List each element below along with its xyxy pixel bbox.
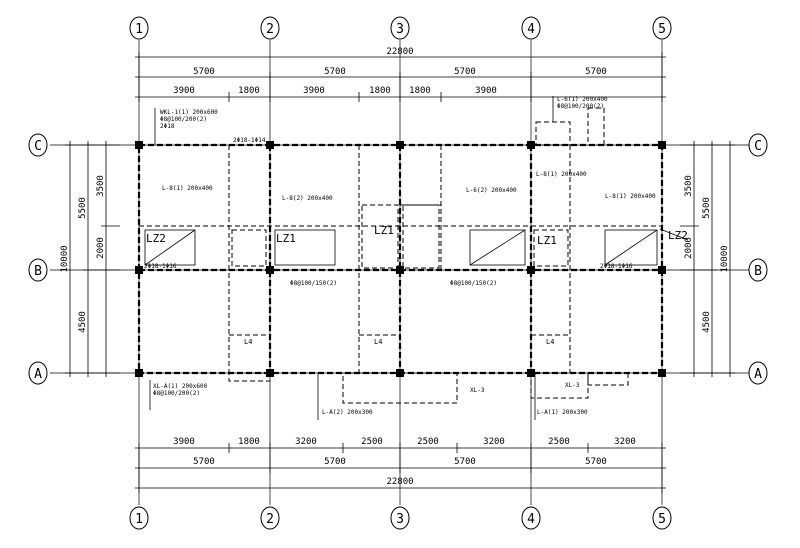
bottom-bay-1: 5700	[193, 457, 215, 467]
axis-label-1-bottom: 1	[135, 512, 143, 527]
bottom-sub-3: 3200	[295, 437, 317, 447]
top-sub-6: 3900	[475, 86, 497, 96]
beam-note-mid-4: L-8(1) 200x400	[536, 171, 587, 178]
rebar-note-lines	[149, 96, 554, 420]
beam-note-top-1: WKL-1(1) 200x600	[160, 109, 218, 116]
left-inner-upper: 3500	[96, 175, 106, 197]
axis-bubbles-left: C B A	[28, 133, 48, 385]
beam-note-mid-3: L-6(2) 200x400	[466, 187, 517, 194]
beam-note-bottom-6: XL-3	[565, 382, 580, 389]
beam-note-mid-5: L-8(1) 200x400	[605, 193, 656, 200]
top-total-dim: 22800	[386, 47, 413, 57]
top-sub-4: 1800	[369, 86, 391, 96]
top-dimension-lines	[135, 52, 666, 102]
left-outer-upper: 5500	[78, 197, 88, 219]
right-inner-lower: 2000	[684, 237, 694, 259]
beam-note-top-3: 2Φ18	[160, 123, 175, 130]
top-projection	[535, 107, 605, 146]
right-inner-upper: 3500	[684, 175, 694, 197]
beam-note-mid-2: L-8(2) 200x400	[282, 195, 333, 202]
beam-note-top-2: Φ8@100/200(2)	[160, 116, 207, 123]
beam-note-misc-5: 2Φ18-1Φ16	[600, 263, 633, 270]
stair-openings	[144, 229, 658, 266]
bottom-sub-6: 3200	[483, 437, 505, 447]
top-sub-1: 3900	[173, 86, 195, 96]
axis-label-a-right: A	[754, 367, 762, 382]
columns	[135, 141, 666, 377]
axis-label-3-top: 3	[396, 22, 404, 37]
beam-note-bottom-5: XL-3	[470, 387, 485, 394]
top-bay-2: 5700	[324, 67, 346, 77]
axis-label-c-left: C	[34, 139, 42, 154]
left-total-dim: 10000	[60, 245, 70, 272]
bottom-dimension-lines	[135, 443, 666, 493]
beam-note-top-4: L-6(1) 200x400	[557, 96, 608, 103]
room-l4-3: L4	[546, 338, 554, 346]
bottom-bay-3: 5700	[454, 457, 476, 467]
left-dimension-lines	[65, 141, 120, 377]
lz-label-3: LZ1	[374, 224, 394, 237]
axis-bubbles-bottom: 1 2 3 4 5	[129, 506, 672, 530]
lz-label-2: LZ1	[276, 232, 296, 245]
axis-label-5-top: 5	[658, 22, 666, 37]
axis-label-4-bottom: 4	[527, 512, 535, 527]
bottom-total-dim: 22800	[386, 477, 413, 487]
top-bay-1: 5700	[193, 67, 215, 77]
beam-note-misc-1: 2Φ18-1Φ14	[233, 137, 266, 144]
axis-label-4-top: 4	[527, 22, 535, 37]
beam-note-misc-3: Φ8@100/150(2)	[450, 280, 497, 287]
axis-bubbles-top: 1 2 3 4 5	[129, 16, 672, 40]
axis-label-a-left: A	[34, 367, 42, 382]
bottom-sub-7: 2500	[548, 437, 570, 447]
beam-note-bottom-1: XL-A(1) 200x600	[153, 383, 208, 390]
right-outer-upper: 5500	[702, 197, 712, 219]
top-bay-3: 5700	[454, 67, 476, 77]
axis-label-2-bottom: 2	[266, 512, 274, 527]
axis-label-1-top: 1	[135, 22, 143, 37]
lz-label-right: LZ2	[668, 229, 688, 242]
bottom-bay-4: 5700	[585, 457, 607, 467]
left-outer-lower: 4500	[78, 311, 88, 333]
lz-column-labels: LZ2 LZ1 LZ1 LZ1 LZ2	[146, 224, 689, 247]
beam-note-top-5: Φ8@100/200(2)	[557, 103, 604, 110]
right-outer-lower: 4500	[702, 311, 712, 333]
axis-label-2-top: 2	[266, 22, 274, 37]
beam-note-misc-2: Φ8@100/150(2)	[290, 280, 337, 287]
bottom-sub-5: 2500	[417, 437, 439, 447]
left-inner-lower: 2000	[96, 237, 106, 259]
bottom-sub-1: 3900	[173, 437, 195, 447]
top-sub-2: 1800	[238, 86, 260, 96]
right-total-dim: 10000	[720, 245, 730, 272]
lz-label-left: LZ2	[146, 232, 166, 245]
axis-label-c-right: C	[754, 139, 762, 154]
lz-label-4: LZ1	[537, 234, 557, 247]
axis-label-5-bottom: 5	[658, 512, 666, 527]
beam-note-bottom-3: L-A(2) 200x300	[322, 409, 373, 416]
bottom-sub-8: 3200	[614, 437, 636, 447]
bottom-sub-2: 1800	[238, 437, 260, 447]
room-l4-1: L4	[244, 338, 252, 346]
axis-label-b-right: B	[754, 264, 762, 279]
axis-bubbles-right: C B A	[748, 133, 768, 385]
beam-note-misc-4: 2Φ18-1Φ16	[144, 263, 177, 270]
beam-note-bottom-4: L-A(1) 200x300	[537, 409, 588, 416]
room-l4-2: L4	[374, 338, 382, 346]
beam-note-mid-1: L-8(1) 200x400	[162, 185, 213, 192]
top-sub-5: 1800	[409, 86, 431, 96]
axis-label-b-left: B	[34, 264, 42, 279]
right-dimension-lines	[680, 141, 735, 377]
top-bay-4: 5700	[585, 67, 607, 77]
bottom-sub-4: 2500	[361, 437, 383, 447]
beam-note-bottom-2: Φ8@100/200(2)	[153, 390, 200, 397]
axis-label-3-bottom: 3	[396, 512, 404, 527]
bottom-bay-2: 5700	[324, 457, 346, 467]
top-sub-3: 3900	[303, 86, 325, 96]
building-beams	[137, 143, 664, 375]
beam-annotations: WKL-1(1) 200x600 Φ8@100/200(2) 2Φ18 L-6(…	[144, 96, 656, 416]
